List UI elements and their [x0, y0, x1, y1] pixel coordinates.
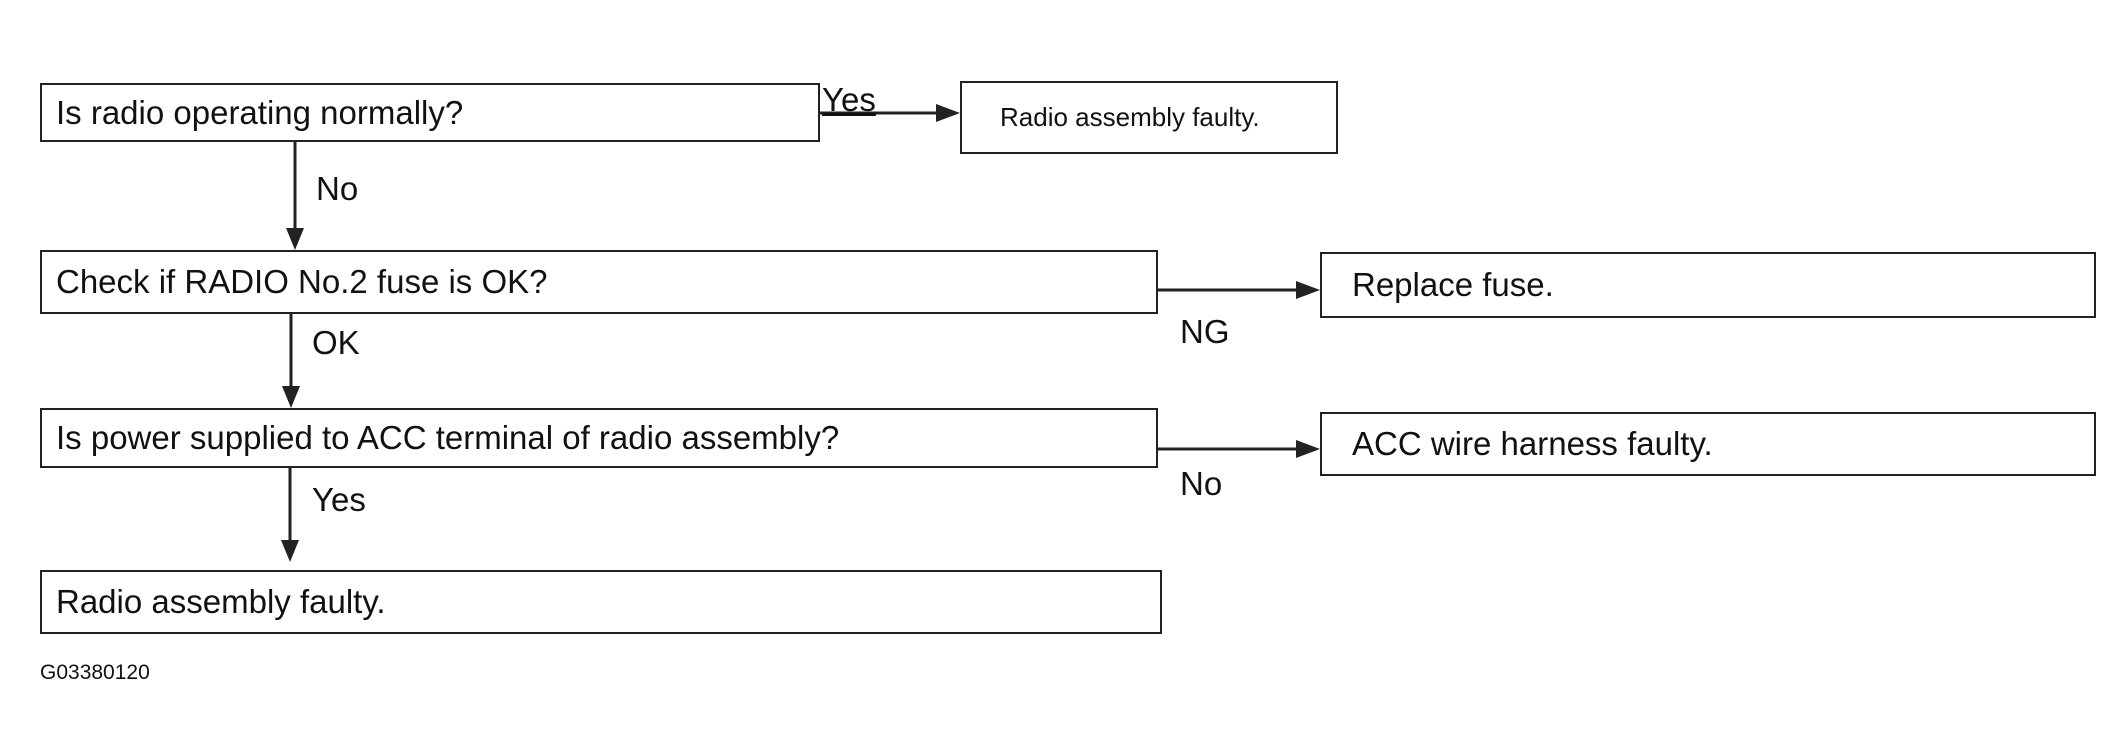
arrowhead-step3-yes — [281, 540, 299, 562]
step-text: Radio assembly faulty. — [56, 583, 386, 620]
figure-id: G03380120 — [40, 661, 150, 684]
branch-label-step3-no: No — [1180, 465, 1223, 502]
outcome-text: ACC wire harness faulty. — [1352, 425, 1713, 462]
step-box-radio-operating: Is radio operating normally? — [40, 83, 820, 142]
arrowhead-step1-yes — [936, 104, 960, 122]
outcome-text: Radio assembly faulty. — [1000, 102, 1260, 132]
outcome-box-replace-fuse: Replace fuse. — [1320, 252, 2096, 318]
arrowhead-step3-no — [1296, 440, 1320, 458]
step-text: Is power supplied to ACC terminal of rad… — [56, 419, 840, 456]
branch-label-step2-ok: OK — [312, 324, 360, 361]
step-text: Check if RADIO No.2 fuse is OK? — [56, 263, 548, 300]
branch-label-step1-no: No — [316, 170, 359, 207]
branch-label-step3-yes: Yes — [312, 481, 366, 518]
outcome-box-radio-faulty: Radio assembly faulty. — [960, 81, 1338, 154]
arrowhead-step1-no — [286, 228, 304, 250]
step-box-radio-faulty: Radio assembly faulty. — [40, 570, 1162, 634]
arrowhead-step2-ng — [1296, 281, 1320, 299]
step-box-fuse-check: Check if RADIO No.2 fuse is OK? — [40, 250, 1158, 314]
outcome-box-acc-harness: ACC wire harness faulty. — [1320, 412, 2096, 476]
step-box-acc-power: Is power supplied to ACC terminal of rad… — [40, 408, 1158, 468]
arrowhead-step2-ok — [282, 386, 300, 408]
branch-label-step1-yes: Yes — [822, 81, 876, 118]
step-text: Is radio operating normally? — [56, 93, 464, 131]
branch-label-step2-ng: NG — [1180, 313, 1230, 350]
outcome-text: Replace fuse. — [1352, 266, 1554, 303]
